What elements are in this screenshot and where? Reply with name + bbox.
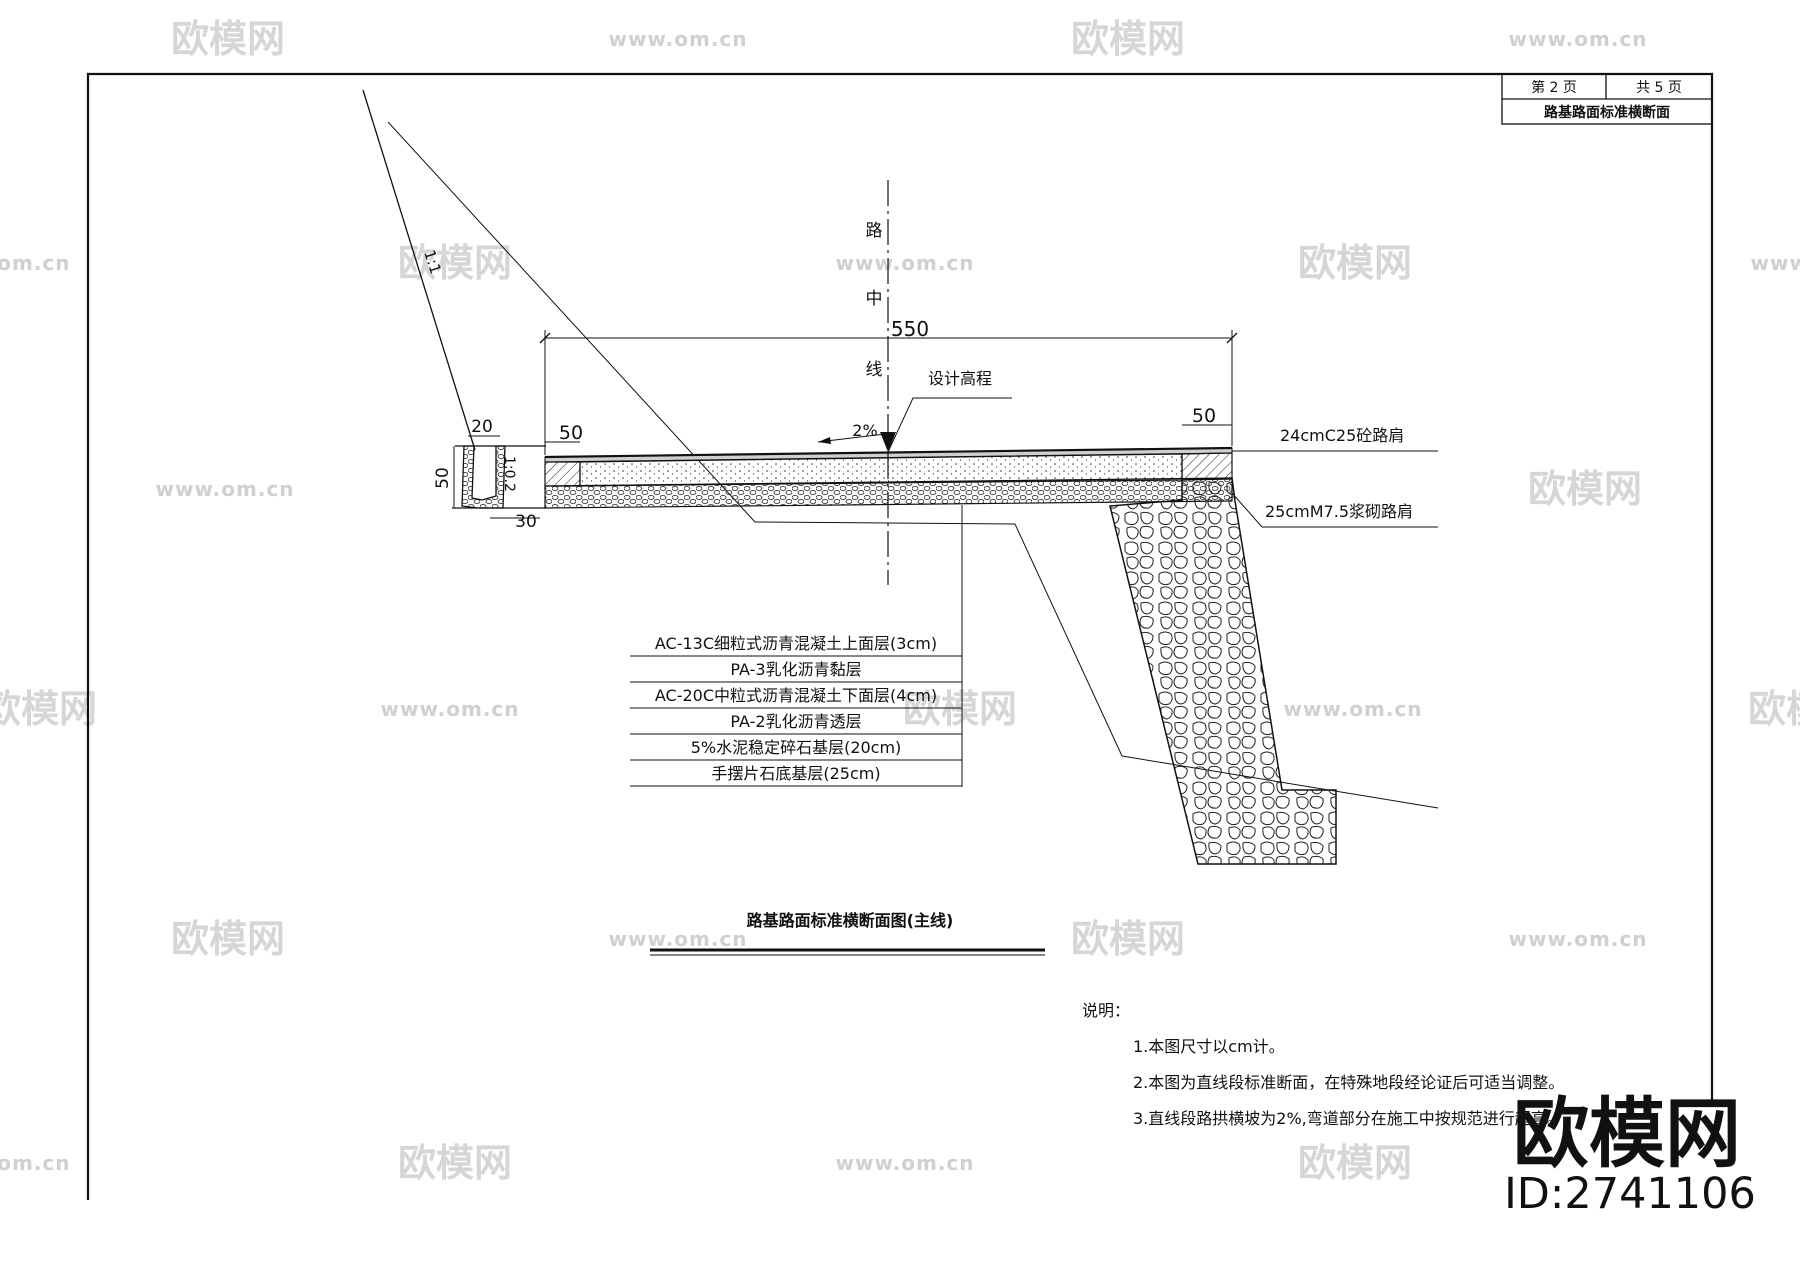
note-item-3: 3.直线段路拱横坡为2%,弯道部分在施工中按规范进行超高。 xyxy=(1133,1109,1563,1128)
note-item-1: 1.本图尺寸以cm计。 xyxy=(1133,1037,1285,1056)
layer-legend: AC-13C细粒式沥青混凝土上面层(3cm) PA-3乳化沥青黏层 AC-20C中粒… xyxy=(630,505,963,787)
watermark-url: www.om.cn xyxy=(0,251,71,275)
ditch-bottom-dim: 30 xyxy=(515,512,537,532)
watermark-url: www.om.cn xyxy=(1508,927,1647,951)
layer-label: PA-3乳化沥青黏层 xyxy=(730,660,861,679)
watermark-logo: 欧模网 xyxy=(1071,917,1185,961)
design-elevation-marker: 设计高程 2% xyxy=(817,369,1012,453)
centerline-char-1: 路 xyxy=(866,221,883,241)
watermark-logo: 欧模网 xyxy=(1528,467,1642,511)
note-item-2: 2.本图为直线段标准断面，在特殊地段经论证后可适当调整。 xyxy=(1133,1073,1564,1092)
watermark-url: www.om.cn xyxy=(1750,251,1800,275)
watermark-logo: 欧模网 xyxy=(1298,241,1412,285)
sheet-border xyxy=(86,72,1714,1200)
watermark-url: www.om.cn xyxy=(155,477,294,501)
layer-label: AC-13C细粒式沥青混凝土上面层(3cm) xyxy=(655,634,937,653)
watermark-url: www.om.cn xyxy=(0,1151,71,1175)
drawing-title: 路基路面标准横断面图(主线) xyxy=(747,911,954,930)
side-ditch: 20 50 30 1:0.2 xyxy=(433,417,546,532)
left-shoulder-dim: 50 xyxy=(559,422,583,444)
layer-label: AC-20C中粒式沥青混凝土下面层(4cm) xyxy=(655,686,937,705)
ditch-slope-label: 1:0.2 xyxy=(501,456,517,492)
page-total: 共 5 页 xyxy=(1636,80,1682,96)
sheet-title: 路基路面标准横断面 xyxy=(1544,104,1670,121)
watermark-url: www.om.cn xyxy=(835,1151,974,1175)
watermark-url: www.om.cn xyxy=(835,251,974,275)
watermark-url: www.om.cn xyxy=(1508,27,1647,51)
watermark-logo: 欧模网 xyxy=(1071,17,1185,61)
centerline-char-3: 线 xyxy=(866,360,883,380)
natural-ground-line-2 xyxy=(754,521,1016,525)
masonry-retaining-wall xyxy=(1109,477,1337,865)
layer-label: 手摆片石底基层(25cm) xyxy=(711,764,880,783)
road-centerline: 路 中 线 xyxy=(866,180,889,585)
right-shoulder-concrete xyxy=(1181,452,1233,481)
title-block: 第 2 页 共 5 页 路基路面标准横断面 xyxy=(1501,73,1713,125)
watermark-url: www.om.cn xyxy=(608,27,747,51)
left-shoulder-concrete xyxy=(544,461,581,487)
ditch-lining xyxy=(461,445,506,509)
watermark-layer: 欧模网欧模网欧模网欧模网欧模网欧模网欧模网欧模网欧模网欧模网欧模网欧模网www.… xyxy=(0,17,1800,1185)
right-shoulder-dim: 50 xyxy=(1192,405,1216,427)
centerline-char-2: 中 xyxy=(866,289,883,309)
watermark-url: www.om.cn xyxy=(608,927,747,951)
natural-ground-line-3 xyxy=(1014,523,1123,757)
watermark-logo: 欧模网 xyxy=(903,687,1017,731)
cut-slope-line xyxy=(362,89,476,451)
design-elevation-label: 设计高程 xyxy=(928,369,992,388)
shoulder-concrete-callout: 24cmC25砼路肩 xyxy=(1280,426,1404,445)
ditch-depth-dim: 50 xyxy=(433,467,453,489)
notes-heading: 说明： xyxy=(1082,1001,1130,1020)
image-id: ID:2741106 xyxy=(1504,1169,1756,1219)
watermark-logo: 欧模网 xyxy=(0,687,97,731)
shoulder-masonry-callout: 25cmM7.5浆砌路肩 xyxy=(1265,502,1413,521)
watermark-logo: 欧模网 xyxy=(171,17,285,61)
watermark-logo: 欧模网 xyxy=(1298,1141,1412,1185)
layer-label: PA-2乳化沥青透层 xyxy=(730,712,861,731)
watermark-logo: 欧模网 xyxy=(171,917,285,961)
layer-label: 5%水泥稳定碎石基层(20cm) xyxy=(691,738,902,757)
watermark-url: www.om.cn xyxy=(1283,697,1422,721)
total-width-dim: 550 xyxy=(891,317,929,341)
brand-logo: 欧模网 xyxy=(1513,1089,1741,1178)
ground-lines: 1:1 xyxy=(362,89,1439,809)
watermark-logo: 欧模网 xyxy=(1748,687,1800,731)
watermark-logo: 欧模网 xyxy=(398,241,512,285)
watermark-url: www.om.cn xyxy=(380,697,519,721)
watermark-logo: 欧模网 xyxy=(398,1141,512,1185)
total-width-dimension: 550 50 50 xyxy=(539,317,1238,455)
callouts: 24cmC25砼路肩 25cmM7.5浆砌路肩 xyxy=(1231,426,1438,528)
notes: 说明： 1.本图尺寸以cm计。 2.本图为直线段标准断面，在特殊地段经论证后可适… xyxy=(1082,1001,1564,1128)
page-current: 第 2 页 xyxy=(1531,79,1577,96)
ditch-top-dim: 20 xyxy=(471,417,493,437)
